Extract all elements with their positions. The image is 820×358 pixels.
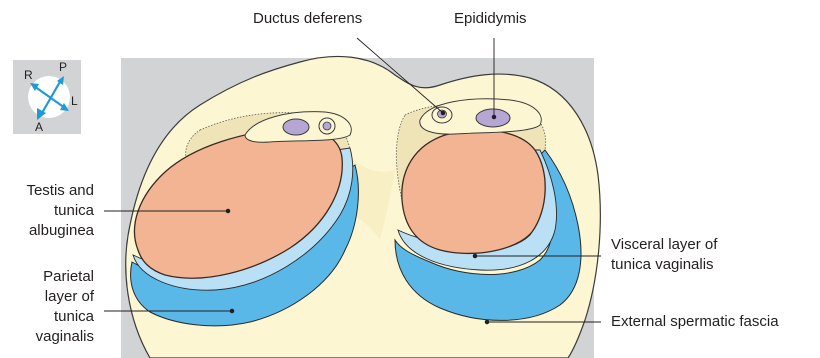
label-testis-line-3: albuginea [0,221,94,241]
leader-external-dot [485,320,489,324]
left-epididymis [283,119,309,135]
leader-parietal-dot [230,309,234,313]
compass-label-a: A [35,120,43,134]
label-visceral-line-2: tunica vaginalis [611,255,717,275]
label-testis-line-2: tunica [0,201,94,221]
label-visceral-line-1: Visceral layer of [611,235,717,255]
compass-label-r: R [24,68,33,82]
label-ductus-deferens: Ductus deferens [253,9,362,29]
label-external: External spermatic fascia [611,312,779,332]
leader-epididymis-dot [492,115,496,119]
leader-ductus-dot [441,111,445,115]
label-visceral: Visceral layer of tunica vaginalis [611,235,717,275]
label-parietal-line-2: layer of [0,287,94,307]
orientation-compass: R P L A [13,60,81,134]
label-parietal-line-3: tunica [0,307,94,327]
left-ductus-lumen [323,122,331,130]
compass-label-p: P [59,60,67,74]
label-parietal: Parietal layer of tunica vaginalis [0,267,94,347]
label-epididymis: Epididymis [454,9,527,29]
label-parietal-line-1: Parietal [0,267,94,287]
label-testis-line-1: Testis and [0,181,94,201]
label-testis: Testis and tunica albuginea [0,181,94,241]
label-parietal-line-4: vaginalis [0,327,94,347]
compass-label-l: L [71,94,78,108]
leader-visceral-dot [473,254,477,258]
leader-testis-dot [226,209,230,213]
right-testis [402,130,545,253]
